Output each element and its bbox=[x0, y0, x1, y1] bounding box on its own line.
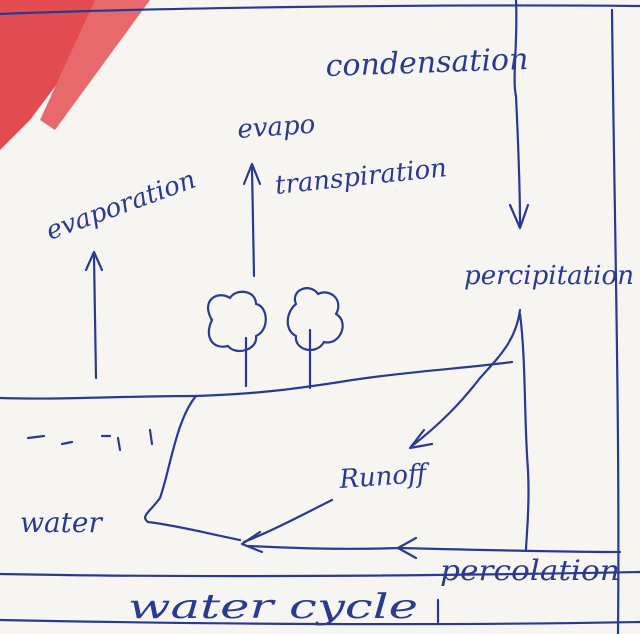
land-outline bbox=[0, 360, 514, 542]
diagram-title: water cycle bbox=[128, 587, 418, 627]
label-water: water bbox=[20, 506, 103, 539]
label-evaporation: evaporation bbox=[42, 165, 200, 247]
label-runoff: Runoff bbox=[337, 459, 432, 495]
frame bbox=[0, 4, 640, 634]
evapotranspiration-arrow bbox=[242, 162, 262, 278]
precipitation-arrow bbox=[408, 308, 530, 552]
label-condensation: condensation bbox=[325, 42, 529, 84]
label-evapotranspiration-2: transpiration bbox=[274, 153, 449, 201]
label-precipitation: percipitation bbox=[464, 261, 634, 291]
evaporation-arrow bbox=[84, 250, 104, 380]
label-evapotranspiration-1: evapo bbox=[236, 110, 316, 145]
watermark-logo bbox=[0, 0, 150, 150]
runoff-arrow bbox=[240, 498, 334, 554]
condensation-arrow bbox=[508, 0, 530, 230]
tree-icon bbox=[206, 287, 344, 390]
percolation-arrow bbox=[246, 536, 622, 560]
label-percolation: percolation bbox=[440, 554, 620, 587]
